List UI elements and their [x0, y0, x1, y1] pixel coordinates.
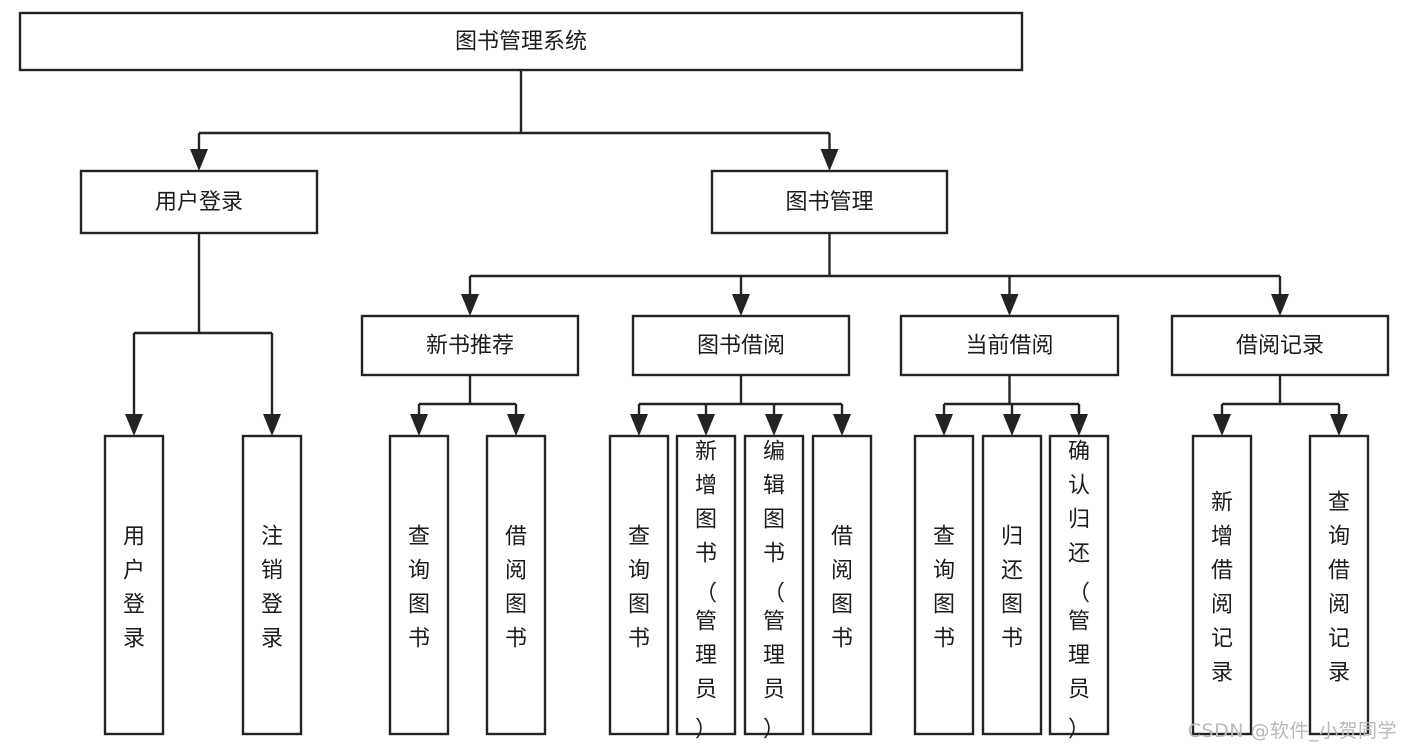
node-label: 图书管理	[785, 190, 873, 215]
arrow-head-book_borrow	[732, 294, 750, 316]
node-box	[675, 434, 737, 736]
node-leaf-borrow-book-2[interactable]: 借阅图书	[811, 434, 873, 736]
node-label: 查询图书	[408, 525, 430, 652]
arrow-head-leaf_query_book_2	[630, 414, 648, 436]
node-layer: 图书管理系统用户登录图书管理新书推荐图书借阅当前借阅借阅记录用户登录注销登录查询…	[18, 11, 1390, 743]
connector-group-book_borrow	[630, 375, 851, 436]
node-box	[710, 169, 949, 235]
node-box	[1048, 434, 1110, 736]
node-box	[1170, 314, 1390, 377]
node-box	[388, 434, 450, 736]
node-box	[360, 314, 580, 377]
arrow-head-leaf_query_record	[1330, 414, 1348, 436]
node-label: 借阅记录	[1236, 334, 1324, 359]
node-box	[811, 434, 873, 736]
watermark-text: CSDN @软件_小贺同学	[1187, 720, 1397, 742]
node-box	[485, 434, 547, 736]
node-current-borrow[interactable]: 当前借阅	[899, 314, 1120, 377]
node-leaf-query-book-3[interactable]: 查询图书	[913, 434, 975, 736]
arrow-head-user_login	[190, 149, 208, 171]
connector-group-new_book_rec	[410, 375, 525, 436]
node-box	[743, 434, 805, 736]
node-box	[1191, 434, 1253, 736]
arrow-head-borrow_record	[1271, 294, 1289, 316]
node-leaf-return-book[interactable]: 归还图书	[981, 434, 1043, 736]
arrow-head-current_borrow	[1000, 294, 1019, 316]
node-box	[79, 169, 319, 235]
node-label: 借阅图书	[505, 525, 527, 652]
arrow-head-leaf_query_book_3	[935, 414, 953, 436]
arrow-head-leaf_borrow_book_1	[507, 414, 525, 436]
node-book-borrow[interactable]: 图书借阅	[631, 314, 851, 377]
arrow-head-leaf_add_record	[1213, 414, 1231, 436]
node-label: 图书借阅	[697, 334, 785, 359]
node-label: 用户登录	[155, 190, 243, 215]
connector-group-book_manage	[461, 233, 1289, 316]
node-root[interactable]: 图书管理系统	[18, 11, 1024, 72]
node-leaf-edit-book[interactable]: 编辑图书（管理员）	[743, 434, 805, 743]
arrow-head-leaf_return_book	[1003, 414, 1021, 436]
arrow-head-leaf_add_book	[697, 414, 715, 436]
node-label: 当前借阅	[965, 334, 1053, 359]
node-leaf-add-record[interactable]: 新增借阅记录	[1191, 434, 1253, 736]
node-leaf-borrow-book-1[interactable]: 借阅图书	[485, 434, 547, 736]
node-leaf-logout[interactable]: 注销登录	[241, 434, 303, 736]
node-new-book-rec[interactable]: 新书推荐	[360, 314, 580, 377]
arrow-head-new_book_rec	[461, 294, 479, 316]
node-label: 新增图书（管理员）	[695, 440, 717, 743]
connector-group-user_login	[125, 233, 281, 436]
node-leaf-user-login[interactable]: 用户登录	[103, 434, 165, 736]
node-box	[981, 434, 1043, 736]
arrow-head-leaf_user_login	[125, 414, 143, 436]
node-box	[913, 434, 975, 736]
node-box	[18, 11, 1024, 72]
node-label: 新增借阅记录	[1211, 491, 1233, 686]
node-book-manage[interactable]: 图书管理	[710, 169, 949, 235]
node-box	[1308, 434, 1370, 736]
arrow-head-leaf_borrow_book_2	[833, 414, 851, 436]
node-label: 查询图书	[628, 525, 650, 652]
node-label: 注销登录	[261, 525, 283, 652]
node-leaf-confirm-return[interactable]: 确认归还（管理员）	[1048, 434, 1110, 743]
node-label: 编辑图书（管理员）	[763, 440, 785, 743]
arrow-head-book_manage	[820, 149, 839, 171]
node-label: 图书管理系统	[455, 30, 587, 55]
node-label: 借阅图书	[831, 525, 853, 652]
node-label: 查询借阅记录	[1328, 491, 1350, 686]
node-leaf-query-book-1[interactable]: 查询图书	[388, 434, 450, 736]
node-leaf-query-book-2[interactable]: 查询图书	[608, 434, 670, 736]
connector-layer	[125, 70, 1348, 436]
connector-group-borrow_record	[1213, 375, 1348, 436]
node-leaf-query-record[interactable]: 查询借阅记录	[1308, 434, 1370, 736]
connector-group-current_borrow	[935, 375, 1088, 436]
node-leaf-add-book[interactable]: 新增图书（管理员）	[675, 434, 737, 743]
arrow-head-leaf_confirm_return	[1070, 414, 1088, 436]
arrow-head-leaf_query_book_1	[410, 414, 428, 436]
node-label: 归还图书	[1001, 525, 1023, 652]
node-label: 用户登录	[123, 525, 145, 652]
node-label: 确认归还（管理员）	[1068, 440, 1090, 743]
node-box	[103, 434, 165, 736]
node-box	[899, 314, 1120, 377]
node-label: 新书推荐	[426, 334, 514, 359]
node-user-login[interactable]: 用户登录	[79, 169, 319, 235]
node-borrow-record[interactable]: 借阅记录	[1170, 314, 1390, 377]
connector-group-root	[190, 70, 839, 171]
node-box	[608, 434, 670, 736]
arrow-head-leaf_edit_book	[765, 414, 783, 436]
node-label: 查询图书	[933, 525, 955, 652]
node-box	[631, 314, 851, 377]
arrow-head-leaf_logout	[263, 414, 281, 436]
node-box	[241, 434, 303, 736]
